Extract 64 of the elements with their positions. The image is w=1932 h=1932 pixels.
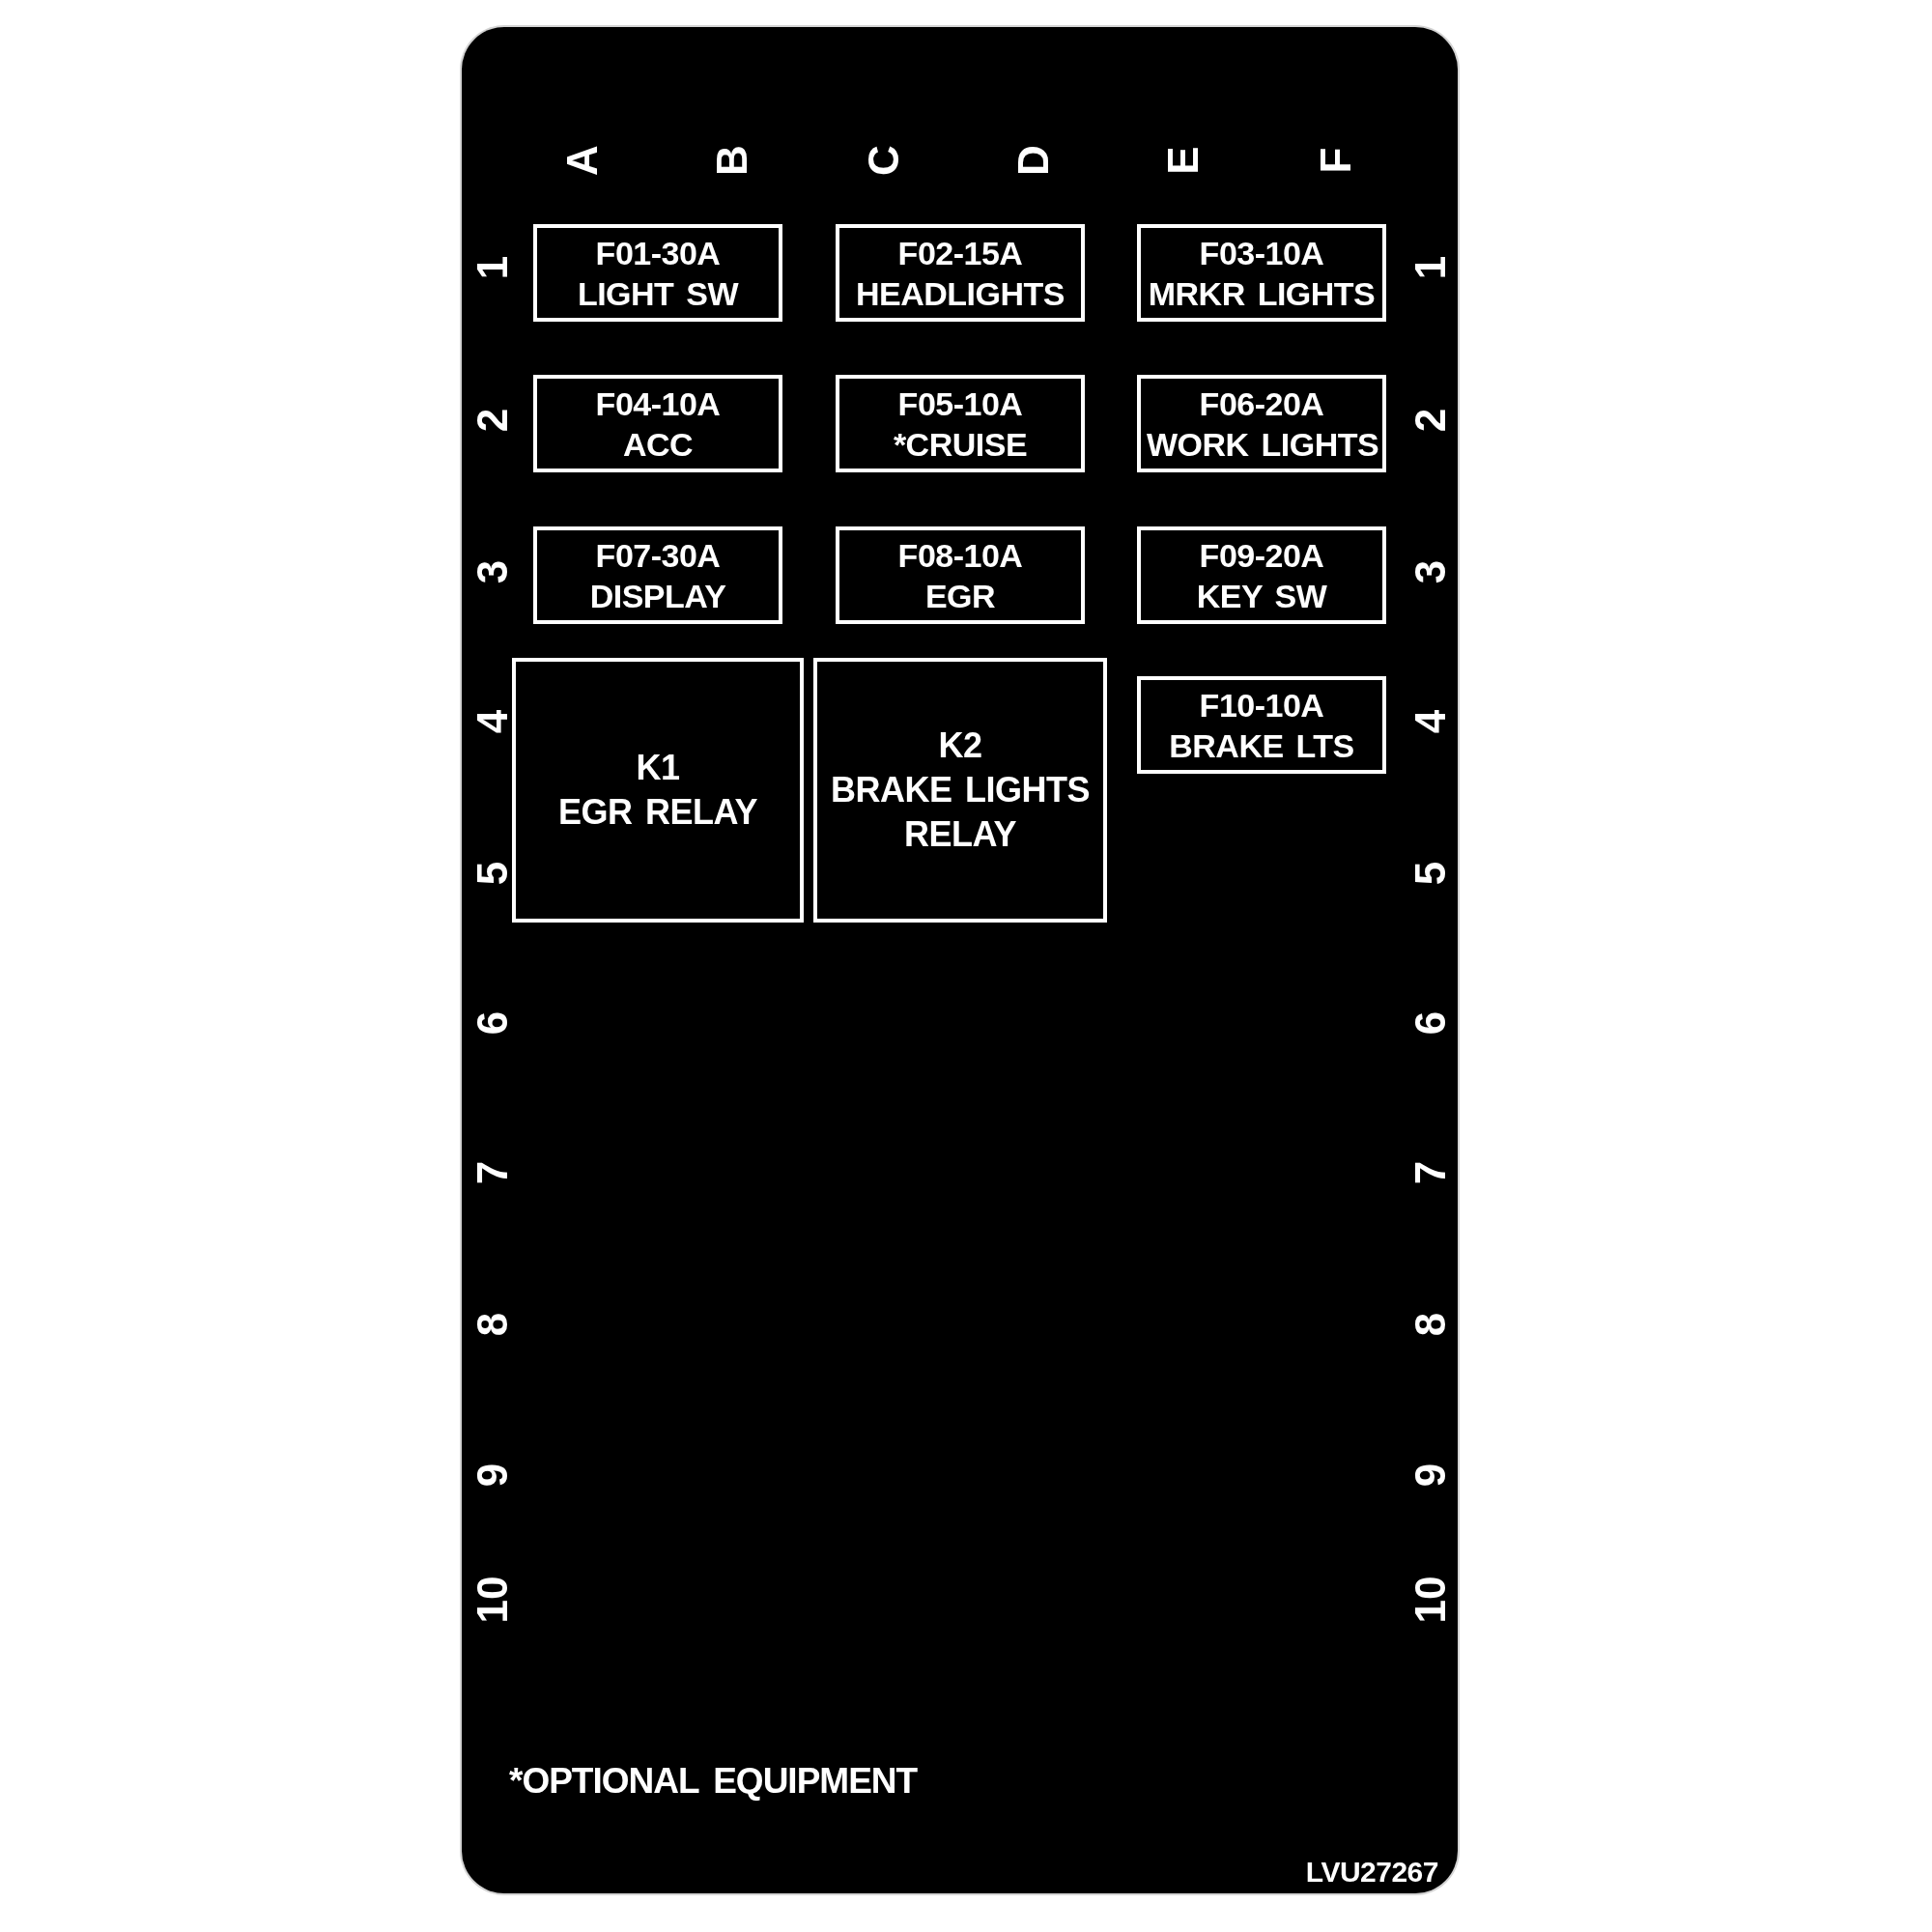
row-number: 9 <box>1409 1463 1452 1488</box>
fuse-id: F03-10A <box>1199 233 1324 273</box>
row-number: 9 <box>471 1463 514 1488</box>
row-number: 6 <box>471 1010 514 1036</box>
fuse-slot <box>533 526 782 624</box>
fuse-id: F04-10A <box>595 384 721 424</box>
column-letter: B <box>711 145 753 176</box>
fuse-id: F01-30A <box>595 233 721 273</box>
fuse-id: F06-20A <box>1199 384 1324 424</box>
fuse-id: F05-10A <box>897 384 1023 424</box>
fuse-slot <box>836 526 1085 624</box>
relay-id: K1 <box>636 747 680 789</box>
circuit-name: ACC <box>622 424 694 465</box>
fuse-slot <box>533 224 782 322</box>
fuse-id: F02-15A <box>897 233 1023 273</box>
fuse-id: F08-10A <box>897 535 1023 576</box>
row-number: 5 <box>471 861 514 886</box>
footnote: *OPTIONAL EQUIPMENT <box>509 1763 918 1799</box>
row-number: 10 <box>1409 1576 1452 1624</box>
row-number: 4 <box>471 709 514 734</box>
circuit-name: EGR <box>924 576 996 616</box>
relay-name: EGR RELAY <box>557 791 758 834</box>
part-number: LVU27267 <box>1305 1858 1438 1887</box>
row-number: 6 <box>1409 1010 1452 1036</box>
circuit-name: KEY SW <box>1196 576 1327 616</box>
column-letter: C <box>863 145 905 176</box>
row-number: 1 <box>471 255 514 280</box>
fuse-slot <box>836 224 1085 322</box>
fuse-id: F09-20A <box>1199 535 1324 576</box>
fuse-slot <box>1137 224 1386 322</box>
circuit-name: WORK LIGHTS <box>1147 424 1377 465</box>
relay-name: BRAKE LIGHTS RELAY <box>830 769 1091 856</box>
fuse-slot <box>533 375 782 472</box>
row-number: 7 <box>471 1160 514 1185</box>
relay-slot <box>512 658 804 923</box>
column-letter: D <box>1012 145 1055 176</box>
fuse-id: F07-30A <box>595 535 721 576</box>
column-letter: A <box>561 145 604 176</box>
row-number: 1 <box>1409 255 1452 280</box>
row-number: 3 <box>1409 559 1452 584</box>
column-letter: F <box>1315 147 1357 174</box>
circuit-name: BRAKE LTS <box>1169 725 1354 766</box>
row-number: 8 <box>471 1312 514 1337</box>
relay-id: K2 <box>938 724 982 767</box>
circuit-name: HEADLIGHTS <box>856 273 1065 314</box>
row-number: 4 <box>1409 709 1452 734</box>
fuse-slot <box>1137 526 1386 624</box>
circuit-name: MRKR LIGHTS <box>1148 273 1376 314</box>
fuse-slot <box>1137 375 1386 472</box>
row-number: 3 <box>471 559 514 584</box>
row-number: 8 <box>1409 1312 1452 1337</box>
row-number: 10 <box>471 1576 514 1624</box>
fuse-slot <box>1137 676 1386 774</box>
fuse-slot <box>836 375 1085 472</box>
circuit-name: *CRUISE <box>893 424 1028 465</box>
circuit-name: DISPLAY <box>589 576 726 616</box>
row-number: 5 <box>1409 861 1452 886</box>
row-number: 2 <box>1409 408 1452 433</box>
row-number: 7 <box>1409 1160 1452 1185</box>
circuit-name: LIGHT SW <box>577 273 739 314</box>
relay-slot <box>813 658 1107 923</box>
column-letter: E <box>1162 146 1205 175</box>
row-number: 2 <box>471 408 514 433</box>
fuse-id: F10-10A <box>1199 685 1324 725</box>
